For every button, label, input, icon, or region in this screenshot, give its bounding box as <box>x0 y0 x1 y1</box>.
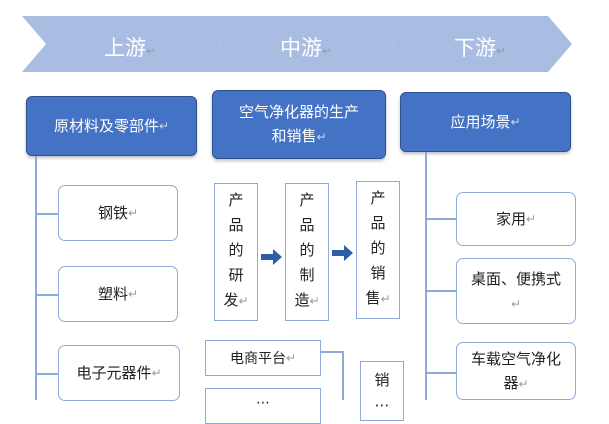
flow-arrow-2 <box>332 245 353 261</box>
sales-box: 销 ⋯ <box>360 361 404 421</box>
channel-connector-h <box>321 351 343 353</box>
upstream-connector-line <box>35 156 37 400</box>
stage-chevron-band <box>22 16 572 72</box>
chevron-midstream <box>198 16 396 72</box>
chevron-downstream <box>372 16 572 72</box>
downstream-branch-1 <box>425 218 457 220</box>
channel-other: ⋯ <box>205 388 321 424</box>
chevron-upstream <box>22 16 222 72</box>
midstream-step-sales: 产 品 的 销 售↵ <box>356 181 400 319</box>
upstream-branch-1 <box>35 213 59 215</box>
upstream-item-plastic: 塑料↵ <box>58 266 178 322</box>
channel-ecommerce: 电商平台↵ <box>205 340 321 376</box>
upstream-branch-3 <box>35 373 59 375</box>
midstream-step-rnd: 产 品 的 研 发↵ <box>214 183 258 321</box>
flow-arrow-1 <box>261 249 282 265</box>
downstream-item-vehicle: 车载空气净化器↵ <box>456 342 576 400</box>
downstream-item-desktop-portable: 桌面、便携式↵ <box>456 258 576 324</box>
downstream-branch-2 <box>425 290 457 292</box>
downstream-item-home: 家用↵ <box>456 192 576 246</box>
upstream-header: 原材料及零部件↵ <box>26 96 197 156</box>
stage-upstream-label: 上游↵ <box>103 36 157 60</box>
stage-downstream-label: 下游↵ <box>453 36 507 60</box>
downstream-header: 应用场景↵ <box>400 92 571 152</box>
downstream-branch-3 <box>425 372 457 374</box>
upstream-item-electronics: 电子元器件↵ <box>58 345 180 401</box>
midstream-step-manufacture: 产 品 的 制 造↵ <box>285 183 329 321</box>
stage-midstream-label: 中游↵ <box>279 36 333 60</box>
upstream-branch-2 <box>35 294 59 296</box>
upstream-item-steel: 钢铁↵ <box>58 185 178 241</box>
downstream-connector-line <box>425 152 427 400</box>
midstream-header: 空气净化器的生产 和销售↵ <box>212 90 386 159</box>
channel-connector-v <box>342 351 344 400</box>
